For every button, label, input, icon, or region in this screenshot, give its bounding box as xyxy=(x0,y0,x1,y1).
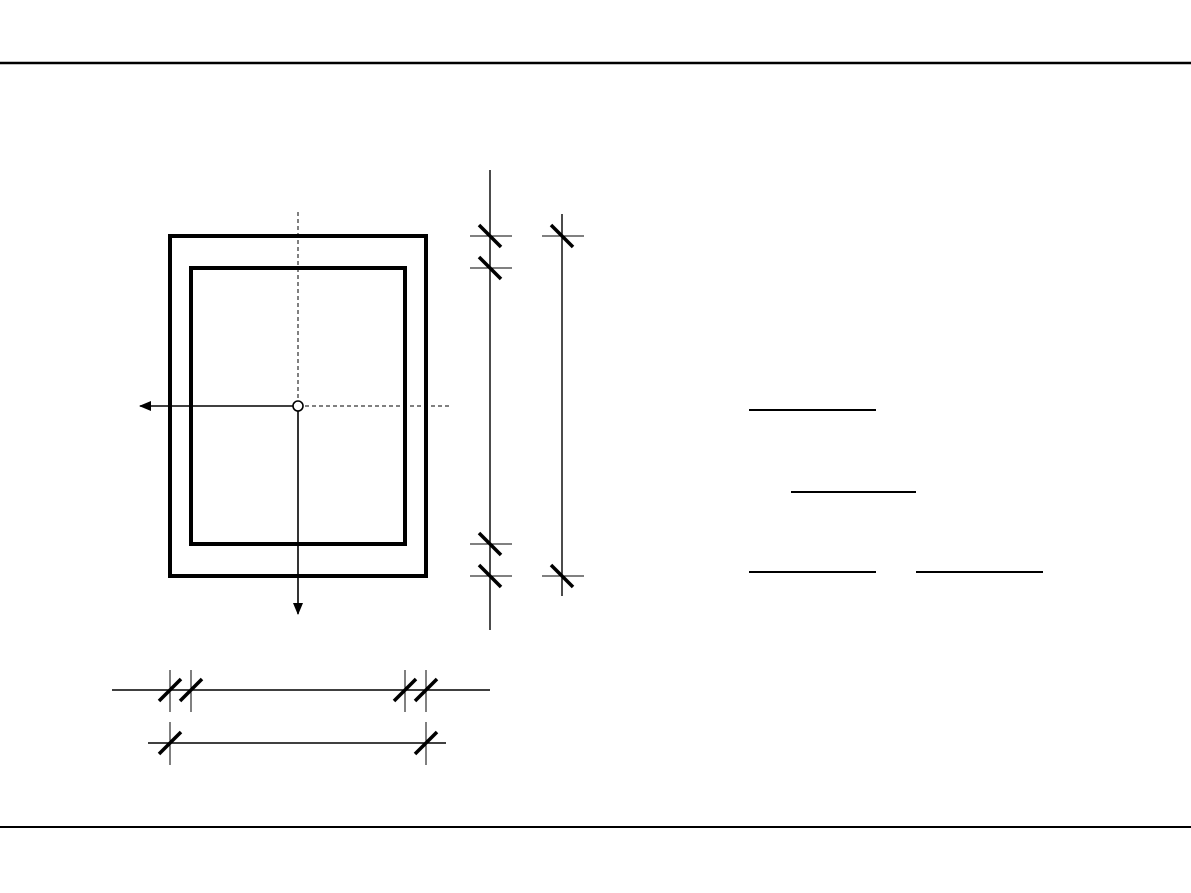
dimension-tick xyxy=(413,677,439,703)
dimension-tick xyxy=(413,730,439,756)
dimension-tick xyxy=(477,255,503,281)
dimension-tick xyxy=(178,677,204,703)
centroid-point xyxy=(292,400,304,412)
dimension-tick xyxy=(477,223,503,249)
vertical-dimension-inner xyxy=(470,170,512,630)
dimension-tick xyxy=(477,563,503,589)
vertical-dimension-outer xyxy=(542,214,584,596)
dimension-tick xyxy=(392,677,418,703)
horizontal-dimension-inner xyxy=(112,670,490,712)
dimension-tick xyxy=(477,531,503,557)
dimension-tick xyxy=(549,563,575,589)
dimension-tick xyxy=(157,730,183,756)
horizontal-dimension-outer xyxy=(148,722,446,765)
dimension-tick xyxy=(157,677,183,703)
dimension-tick xyxy=(549,223,575,249)
